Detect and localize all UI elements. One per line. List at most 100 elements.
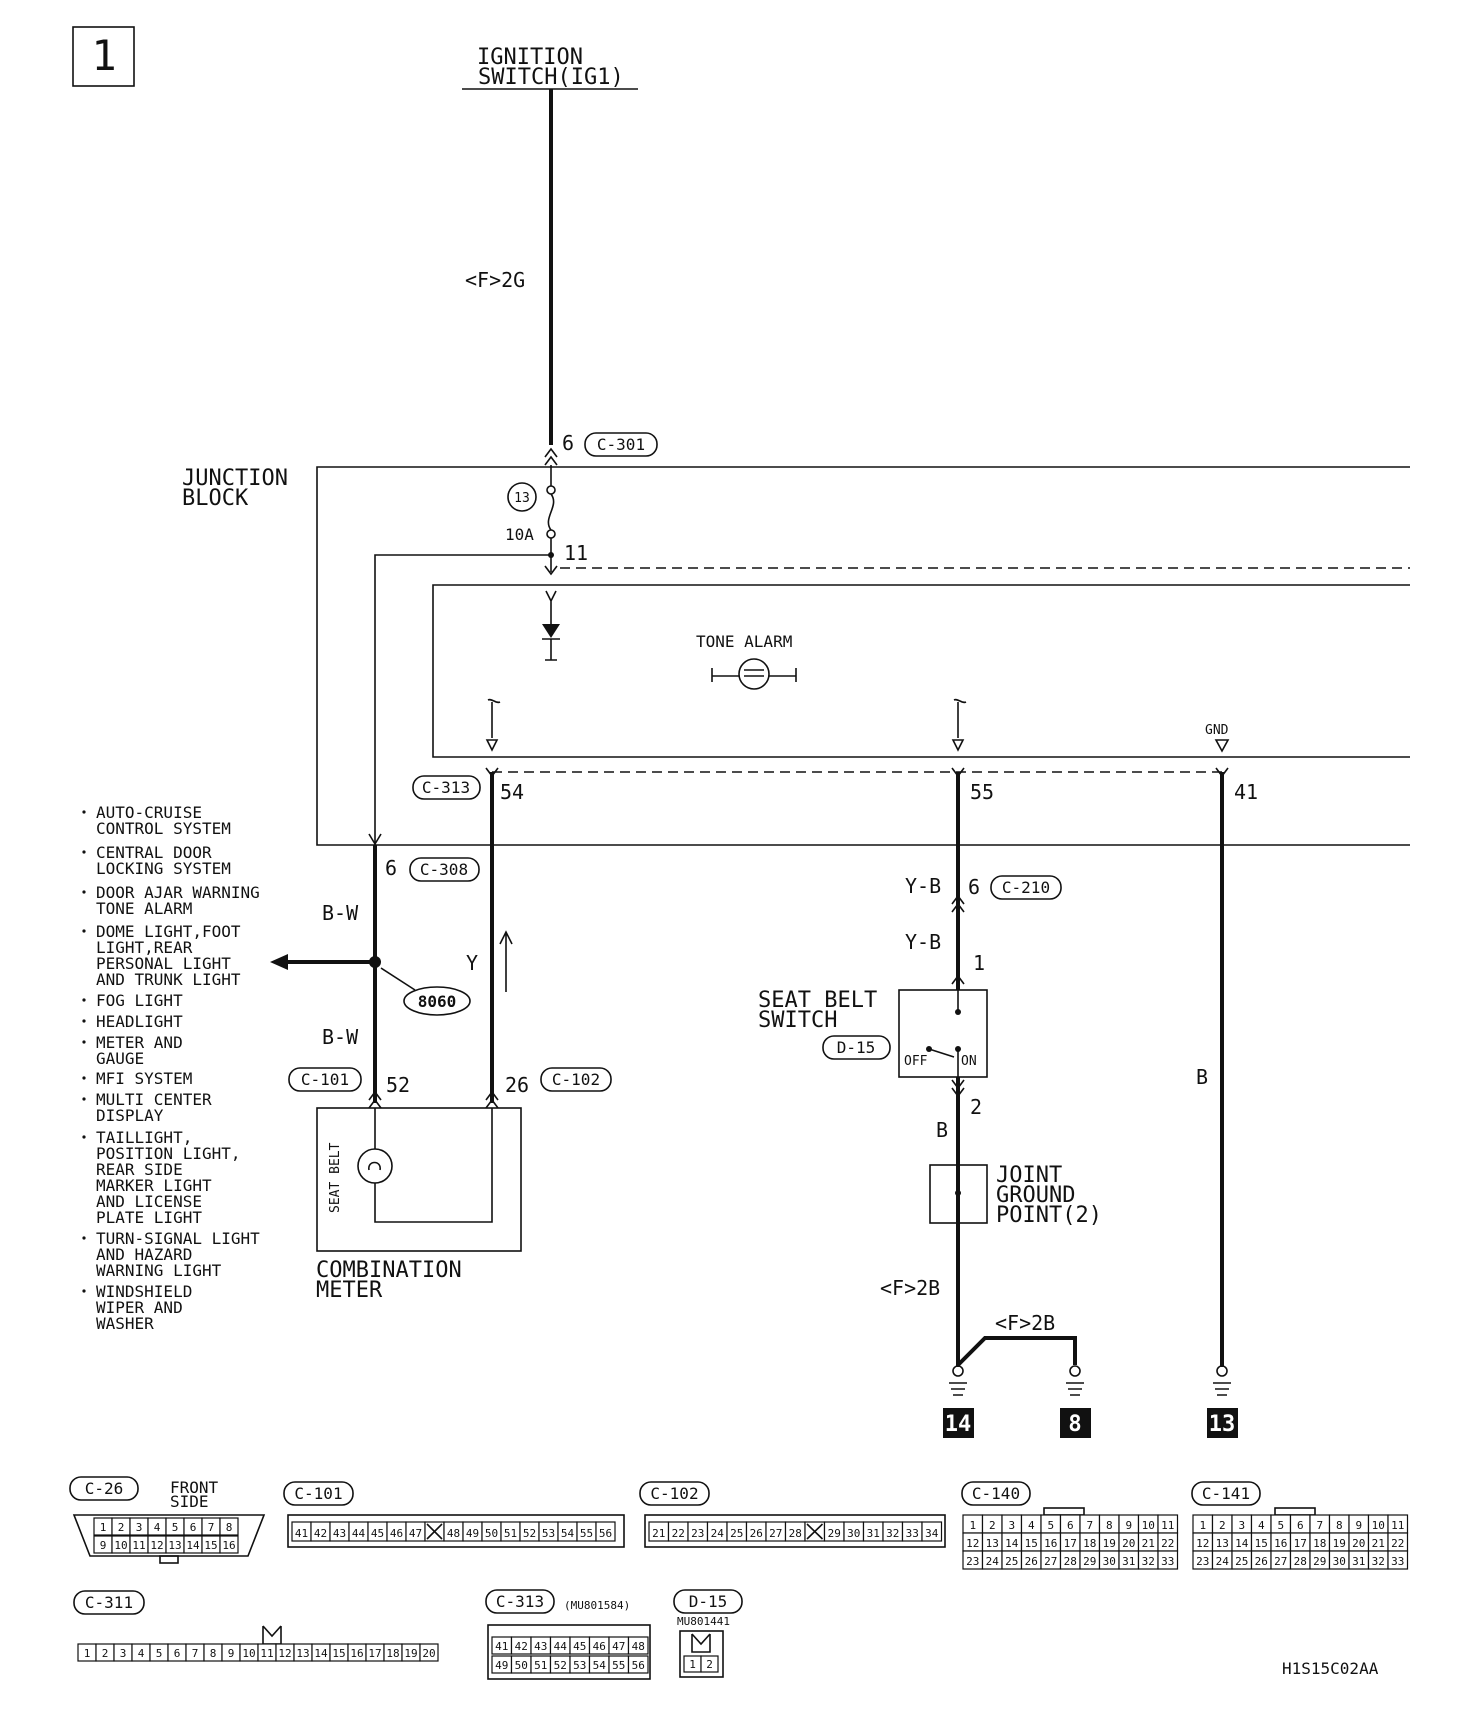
d15-cell <box>700 1655 719 1673</box>
c102-pin: 24 <box>711 1527 725 1540</box>
related-system-line: LIGHT,REAR <box>96 938 193 957</box>
joint-ground-node <box>955 1190 961 1196</box>
c311-pin: 15 <box>332 1647 345 1660</box>
c102-tag: C-102 <box>552 1070 600 1089</box>
c26-pin: 13 <box>168 1539 181 1552</box>
c141-cell <box>1387 1550 1409 1570</box>
c311-pin: 16 <box>350 1647 363 1660</box>
c140-pin: 18 <box>1083 1537 1096 1550</box>
c313-face-tag-frame <box>485 1589 555 1614</box>
d15-pin: 1 <box>689 1658 696 1671</box>
related-system-line: TONE ALARM <box>96 899 192 918</box>
c102-pin: 27 <box>769 1527 782 1540</box>
c102-pin: 25 <box>730 1527 743 1540</box>
c101-pin: 46 <box>390 1527 403 1540</box>
ground-point-13: 13 <box>1209 1412 1236 1437</box>
c102-pin: 33 <box>906 1527 919 1540</box>
c141-pin: 3 <box>1238 1519 1245 1532</box>
c141-pin: 8 <box>1336 1519 1343 1532</box>
c210-tag-frame <box>990 875 1062 900</box>
c101-pin: 52 <box>386 1073 410 1097</box>
c140-pin: 25 <box>1005 1555 1018 1568</box>
c313-pin: 47 <box>612 1640 625 1653</box>
ground-14-lines <box>949 1382 967 1396</box>
c140-pin: 22 <box>1161 1537 1174 1550</box>
related-system-line: AND TRUNK LIGHT <box>96 970 241 989</box>
c313-pin: 43 <box>534 1640 547 1653</box>
splice-leader <box>380 967 416 991</box>
c141-tag: C-141 <box>1202 1484 1250 1503</box>
c26-latch <box>159 1555 179 1564</box>
switch-pin-1: 1 <box>973 951 985 975</box>
c140-pin: 8 <box>1106 1519 1113 1532</box>
c140-tag-frame <box>961 1481 1031 1506</box>
c26-pin: 1 <box>100 1521 107 1534</box>
c102-pin: 26 <box>750 1527 763 1540</box>
d15-face-tag-frame <box>673 1589 743 1614</box>
input-54-mark <box>485 739 499 752</box>
switch-off-label: OFF <box>904 1054 928 1069</box>
seat-belt-switch-line1: SEAT BELT <box>758 988 877 1013</box>
related-system-line: DOOR AJAR WARNING <box>96 883 260 902</box>
c102-pin: 30 <box>847 1527 860 1540</box>
related-system-line: WIPER AND <box>96 1298 183 1317</box>
d15-tag-frame <box>822 1035 891 1060</box>
system-bullet <box>82 1135 86 1139</box>
c141-pin: 30 <box>1333 1555 1346 1568</box>
related-system-line: POSITION LIGHT, <box>96 1144 241 1163</box>
b-right-label: B <box>1196 1065 1208 1089</box>
c101-pin: 56 <box>599 1527 612 1540</box>
related-system-line: AND LICENSE <box>96 1192 202 1211</box>
d15-key <box>691 1633 711 1653</box>
lamp-filament <box>368 1161 381 1171</box>
c140-pin: 30 <box>1103 1555 1116 1568</box>
ground-13-eye <box>1216 1365 1228 1377</box>
ground-point-8: 8 <box>1068 1412 1081 1437</box>
c311-pin: 10 <box>242 1647 255 1660</box>
c101-pin: 45 <box>371 1527 384 1540</box>
c311-pin: 2 <box>102 1647 109 1660</box>
c102-tag-frame <box>540 1067 612 1092</box>
c102-pin: 26 <box>505 1073 529 1097</box>
c26-note: SIDE <box>170 1492 209 1511</box>
tone-alarm-symbol <box>738 658 770 690</box>
c141-pin: 12 <box>1196 1537 1209 1550</box>
ground-symbol-14: 14 <box>943 1365 974 1438</box>
ig-wire-label: <F>2G <box>465 268 525 292</box>
c26-pin: 7 <box>208 1521 215 1534</box>
c140-pin: 4 <box>1028 1519 1035 1532</box>
c141-pin: 18 <box>1313 1537 1326 1550</box>
c313-pin: 45 <box>573 1640 586 1653</box>
c141-pin: 23 <box>1196 1555 1209 1568</box>
d15-housing <box>679 1630 724 1678</box>
c140-pin: 9 <box>1125 1519 1132 1532</box>
joint-ground-line1: JOINT <box>996 1163 1062 1188</box>
c141-pin: 5 <box>1277 1519 1284 1532</box>
diode-symbol <box>542 624 560 638</box>
node-11-arrow <box>544 565 558 576</box>
c26-pin: 2 <box>118 1521 125 1534</box>
c26-pin: 3 <box>136 1521 143 1534</box>
c313-face-tag: C-313 <box>496 1592 544 1611</box>
seat-belt-lamp-symbol <box>357 1148 393 1184</box>
fuse-number: 13 <box>514 491 530 506</box>
yb-lower-label: Y-B <box>905 930 941 954</box>
c311-pin: 6 <box>174 1647 181 1660</box>
system-bullet <box>82 1236 86 1240</box>
c311-pin: 14 <box>314 1647 328 1660</box>
system-bullet <box>82 998 86 1002</box>
c141-pin: 29 <box>1313 1555 1326 1568</box>
c313-pin: 41 <box>495 1640 508 1653</box>
ground-8-box <box>1060 1408 1091 1438</box>
c102-pin: 21 <box>652 1527 665 1540</box>
c141-pin: 20 <box>1352 1537 1365 1550</box>
c313-pin: 55 <box>612 1659 625 1672</box>
c313-pin: 53 <box>573 1659 586 1672</box>
c140-pin: 19 <box>1103 1537 1116 1550</box>
c311-pin: 20 <box>422 1647 435 1660</box>
seat-belt-switch-line2: SWITCH <box>758 1008 837 1033</box>
control-unit-outline <box>432 584 1410 758</box>
